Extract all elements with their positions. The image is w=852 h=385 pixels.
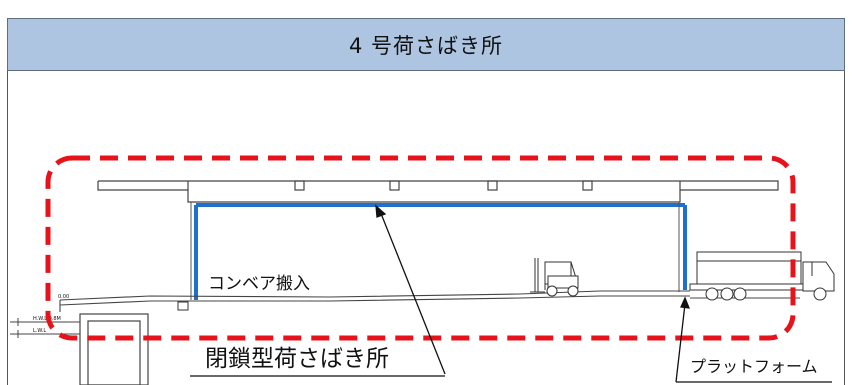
- diagram-title: 4 号荷さばき所: [7, 18, 845, 71]
- conveyor-label: コンベア搬入: [208, 274, 310, 294]
- closed-area-walls: [194, 203, 687, 300]
- highlight-box: [45, 155, 796, 341]
- truck: [689, 251, 835, 301]
- pier: [79, 313, 149, 385]
- platform-label: プラットフォーム: [690, 357, 818, 376]
- closed-area-callout: [190, 204, 446, 377]
- level-label-small: 0.00: [58, 294, 69, 300]
- water-level-marks: [10, 318, 80, 338]
- floor: [59, 290, 800, 312]
- diagram-panel: [7, 71, 845, 385]
- lwl-label: L.W.L: [33, 328, 46, 334]
- structure-columns: [190, 202, 680, 300]
- forklift: [530, 258, 579, 297]
- roof: [97, 180, 779, 203]
- platform-callout: [675, 296, 832, 383]
- closed-area-label: 閉鎖型荷さばき所: [205, 346, 389, 372]
